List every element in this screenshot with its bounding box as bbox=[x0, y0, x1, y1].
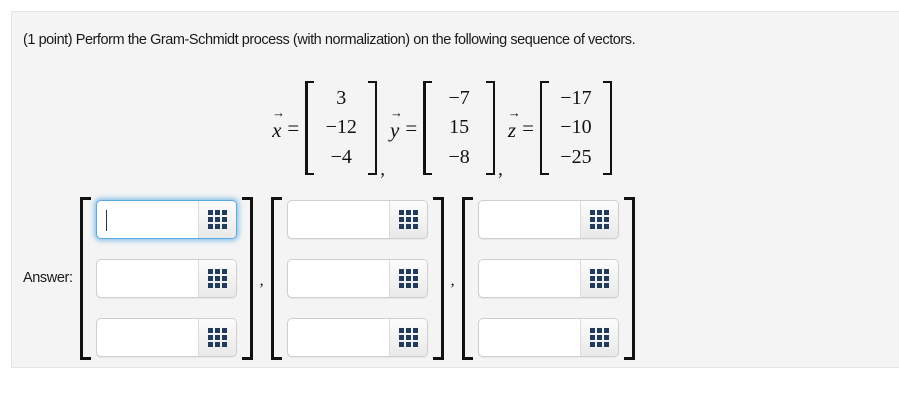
vector-z: → z = −17 −10 −25 bbox=[507, 80, 612, 176]
matrix-cell: 15 bbox=[449, 116, 470, 139]
bracket-right bbox=[623, 196, 635, 360]
answer-vector-group-1 bbox=[79, 196, 254, 360]
grid-keypad-icon[interactable] bbox=[579, 259, 618, 297]
answer-input-1-2[interactable] bbox=[96, 259, 198, 297]
matrix-cell: −10 bbox=[560, 116, 592, 139]
matrix-cell: −8 bbox=[448, 145, 470, 168]
text-caret bbox=[105, 209, 108, 231]
answer-field-2-2[interactable] bbox=[286, 258, 428, 298]
answer-vector-group-3 bbox=[461, 196, 636, 360]
answer-field-3-3[interactable] bbox=[477, 317, 619, 357]
matrix-cell: −12 bbox=[325, 116, 357, 139]
answer-fields-column-1 bbox=[92, 197, 241, 360]
answer-input-3-3[interactable] bbox=[478, 318, 580, 356]
answer-input-2-1[interactable] bbox=[287, 200, 389, 238]
matrix-cell: −17 bbox=[560, 86, 592, 109]
grid-keypad-icon[interactable] bbox=[579, 200, 618, 238]
bracket-left bbox=[461, 196, 473, 360]
answer-input-2-2[interactable] bbox=[287, 259, 389, 297]
vector-y: → y = −7 15 −8 bbox=[389, 80, 496, 176]
problem-panel: (1 point) Perform the Gram-Schmidt proce… bbox=[11, 11, 899, 368]
answer-field-1-2[interactable] bbox=[95, 258, 237, 298]
vector-arrow-icon: → bbox=[507, 105, 521, 120]
answer-input-3-1[interactable] bbox=[478, 200, 580, 238]
answer-fields-column-2 bbox=[283, 197, 432, 360]
vector-arrow-icon: → bbox=[389, 105, 403, 120]
vector-z-matrix: −17 −10 −25 bbox=[539, 80, 612, 176]
vector-y-symbol: y bbox=[389, 118, 400, 142]
answer-field-1-3[interactable] bbox=[95, 317, 237, 357]
problem-prompt: (1 point) Perform the Gram-Schmidt proce… bbox=[23, 32, 636, 48]
answer-input-1-3[interactable] bbox=[96, 318, 198, 356]
vector-x-matrix: 3 −12 −4 bbox=[305, 80, 378, 176]
answer-input-1-1[interactable] bbox=[96, 200, 198, 238]
answer-label: Answer: bbox=[23, 270, 73, 286]
matrix-cell: −7 bbox=[448, 86, 470, 109]
grid-keypad-icon[interactable] bbox=[388, 259, 427, 297]
vector-x-symbol: x bbox=[272, 118, 282, 142]
bracket-left bbox=[539, 80, 549, 176]
answer-fields-column-3 bbox=[474, 197, 623, 360]
answer-field-3-2[interactable] bbox=[477, 258, 619, 298]
vector-y-matrix: −7 15 −8 bbox=[423, 80, 496, 176]
vector-y-cells: −7 15 −8 bbox=[432, 81, 486, 176]
grid-keypad-icon[interactable] bbox=[388, 318, 427, 356]
bracket-right bbox=[602, 80, 612, 176]
vector-separator: , bbox=[380, 159, 385, 180]
matrix-cell: −4 bbox=[330, 145, 352, 168]
answer-input-2-3[interactable] bbox=[287, 318, 389, 356]
grid-keypad-icon[interactable] bbox=[197, 259, 236, 297]
grid-keypad-icon[interactable] bbox=[579, 318, 618, 356]
answer-separator: , bbox=[450, 272, 455, 289]
matrix-cell: 3 bbox=[336, 86, 347, 109]
vector-y-label: → y bbox=[389, 106, 403, 143]
bracket-left bbox=[270, 196, 282, 360]
bracket-right bbox=[368, 80, 378, 176]
vector-x-cells: 3 −12 −4 bbox=[314, 81, 368, 176]
answer-field-2-3[interactable] bbox=[286, 317, 428, 357]
answer-row: Answer: bbox=[23, 194, 636, 362]
answer-separator: , bbox=[259, 272, 264, 289]
bracket-right bbox=[241, 196, 253, 360]
answer-field-2-1[interactable] bbox=[286, 199, 428, 239]
answer-field-1-1[interactable] bbox=[95, 199, 237, 239]
bracket-left bbox=[79, 196, 91, 360]
bracket-left bbox=[305, 80, 315, 176]
answer-field-3-1[interactable] bbox=[477, 199, 619, 239]
vectors-row: → x = 3 −12 −4 , → y = bbox=[12, 69, 899, 187]
vector-z-cells: −17 −10 −25 bbox=[549, 81, 603, 176]
vector-z-equals: = bbox=[522, 115, 534, 140]
grid-keypad-icon[interactable] bbox=[388, 200, 427, 238]
vector-x: → x = 3 −12 −4 bbox=[272, 80, 378, 176]
bracket-right bbox=[432, 196, 444, 360]
answer-vector-group-2 bbox=[270, 196, 445, 360]
grid-keypad-icon[interactable] bbox=[197, 318, 236, 356]
vector-x-equals: = bbox=[287, 115, 300, 140]
bracket-left bbox=[423, 80, 433, 176]
grid-keypad-icon[interactable] bbox=[197, 200, 236, 238]
vector-z-symbol: z bbox=[507, 118, 517, 142]
matrix-cell: −25 bbox=[560, 145, 592, 168]
vector-z-label: → z bbox=[507, 106, 521, 143]
vector-arrow-icon: → bbox=[272, 105, 286, 120]
vector-separator: , bbox=[498, 159, 503, 180]
bracket-right bbox=[486, 80, 496, 176]
answer-input-3-2[interactable] bbox=[478, 259, 580, 297]
vector-x-label: → x bbox=[272, 106, 285, 143]
vector-y-equals: = bbox=[405, 115, 418, 140]
